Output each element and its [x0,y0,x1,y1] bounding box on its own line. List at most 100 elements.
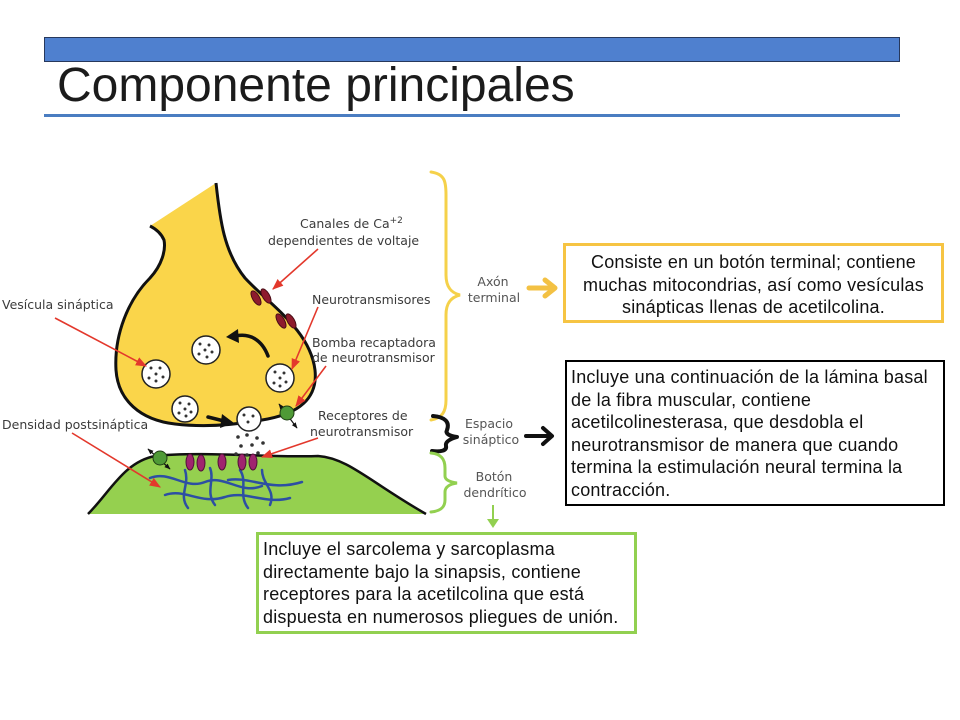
neurotransmitter-dot [282,371,286,375]
description-line: acetilcolinesterasa, que desdobla el [571,412,864,432]
neurotransmitter-dot [158,366,162,370]
neurotransmitter-dot [187,402,191,406]
neurotransmitter-dot [210,350,214,354]
description-line: dispuesta en numerosos pliegues de unión… [263,606,619,627]
synaptic-space-region-label-line2: sináptico [463,432,519,447]
dendritic-button [87,448,427,516]
recycling-arrow [234,333,270,358]
reuptake-pump-label: Bomba recaptadora [312,335,436,350]
space-box-arrow [524,426,554,446]
calcium-channel [285,313,297,329]
density-fiber [260,468,273,507]
description-line: muchas mitocondrias, así como vesículas [583,274,924,295]
neurotransmitter-dot [251,414,255,418]
synaptic-space-description-box: Incluye una continuación de la lámina ba… [565,360,945,506]
dendritic-button-description-box: Incluye el sarcolema y sarcoplasma direc… [256,532,637,634]
dendrite-box-arrow-head [487,519,499,528]
neurotransmitter-dot [189,410,193,414]
pointer-neurotransmitters [291,306,319,371]
calcium-channel [250,290,262,306]
axon-terminal-brace [429,170,461,422]
neurotransmitter-receptor [237,453,247,471]
neurotransmitter-dot [273,370,277,374]
neurotransmitter-dot [245,453,249,457]
pointer-synaptic-vesicle [54,317,147,367]
neurotransmitter-dot [197,352,201,356]
recycling-arrowhead [226,329,239,343]
density-fiber [182,468,190,510]
description-line: contracción. [571,479,671,500]
receptors-label-line2: neurotransmisor [310,424,414,439]
neurotransmitter-dot [246,420,250,424]
axon-terminal-region-label: Axón [477,274,508,289]
description-line: directamente bajo la sinapsis, contiene [263,561,581,582]
neurotransmitter-dot [236,435,240,439]
fusing-vesicle [236,406,262,432]
postsynaptic-receptors [185,453,258,472]
density-fiber [226,478,304,487]
neurotransmitter-dot [147,376,151,380]
pointer-reuptake-pump [295,365,327,407]
neurotransmitter-dot [198,342,202,346]
neurotransmitter-receptor [217,453,227,471]
axon-terminal-region-label-line2: terminal [468,290,520,305]
axon-terminal-description-box: Consiste en un botón terminal; contiene … [563,243,944,323]
neurotransmitter-dot [250,443,254,447]
neurotransmitter-dot [245,433,249,437]
receptors-label: Receptores de [318,408,408,423]
density-fiber [238,468,250,510]
neurotransmitter-dot [239,444,243,448]
space-box-arrow-head [541,426,554,446]
slide-title: Componente principales [57,59,575,112]
neurotransmitter-dot [184,414,188,418]
neurotransmitter-dot [256,451,260,455]
presynaptic-membrane [114,182,317,428]
synaptic-vesicle [171,395,199,423]
description-line: termina la estimulación neural termina l… [571,457,903,477]
synaptic-vesicle [265,363,295,393]
release-arrowhead [220,414,234,428]
title-underline [44,114,900,117]
neurotransmitter-dot [154,379,158,383]
neurotransmitter-dot [207,343,211,347]
dendrite-box-arrow [487,505,499,528]
axon-terminal [114,182,317,457]
ca-channels-label-line2: dependientes de voltaje [268,233,419,248]
calcium-channels [250,288,297,329]
postsynaptic-density [148,466,304,510]
description-line: de la fibra muscular, contiene [571,389,812,410]
synaptic-space-region-label: Espacio [465,416,513,431]
ca-superscript: +2 [390,216,403,226]
description-line: sinápticas llenas de acetilcolina. [622,297,885,317]
neurotransmitter-dot [234,452,238,456]
neurotransmitter-dot [278,376,282,380]
reuptake-pump-label-line2: de neurotransmisor [312,350,436,365]
neurotransmitter-dot [261,441,265,445]
neurotransmitter-dot [284,380,288,384]
neurotransmitter-dot [149,366,153,370]
synaptic-vesicle [191,335,221,365]
axon-box-arrow [526,277,558,299]
diagram-labels: Canales de Ca+2 dependientes de voltaje … [2,216,436,439]
pointer-postsynaptic-density [71,432,161,488]
neurotransmitter-dot [203,348,207,352]
title-top-bar [44,37,900,62]
synaptic-vesicle-label: Vesícula sináptica [2,297,114,312]
calcium-channel [275,313,287,329]
neurotransmitter-dot [154,372,158,376]
neurotransmitter-receptor [185,453,195,471]
neurotransmitter-dot [255,436,259,440]
neurotransmitter-dot [183,407,187,411]
axon-reuptake-pump [279,405,295,421]
neurotransmitter-dot [178,401,182,405]
neurotransmitter-dot [278,384,282,388]
dendritic-button-brace [429,451,458,514]
neurotransmitter-receptor [196,454,206,472]
description-line: neurotransmisor de manera que cuando [571,434,899,455]
synaptic-vesicle [141,359,171,389]
neurotransmitter-receptor [248,453,258,471]
dendritic-button-region-label-line2: dendrítico [464,485,527,500]
pointer-receptors [260,437,319,459]
